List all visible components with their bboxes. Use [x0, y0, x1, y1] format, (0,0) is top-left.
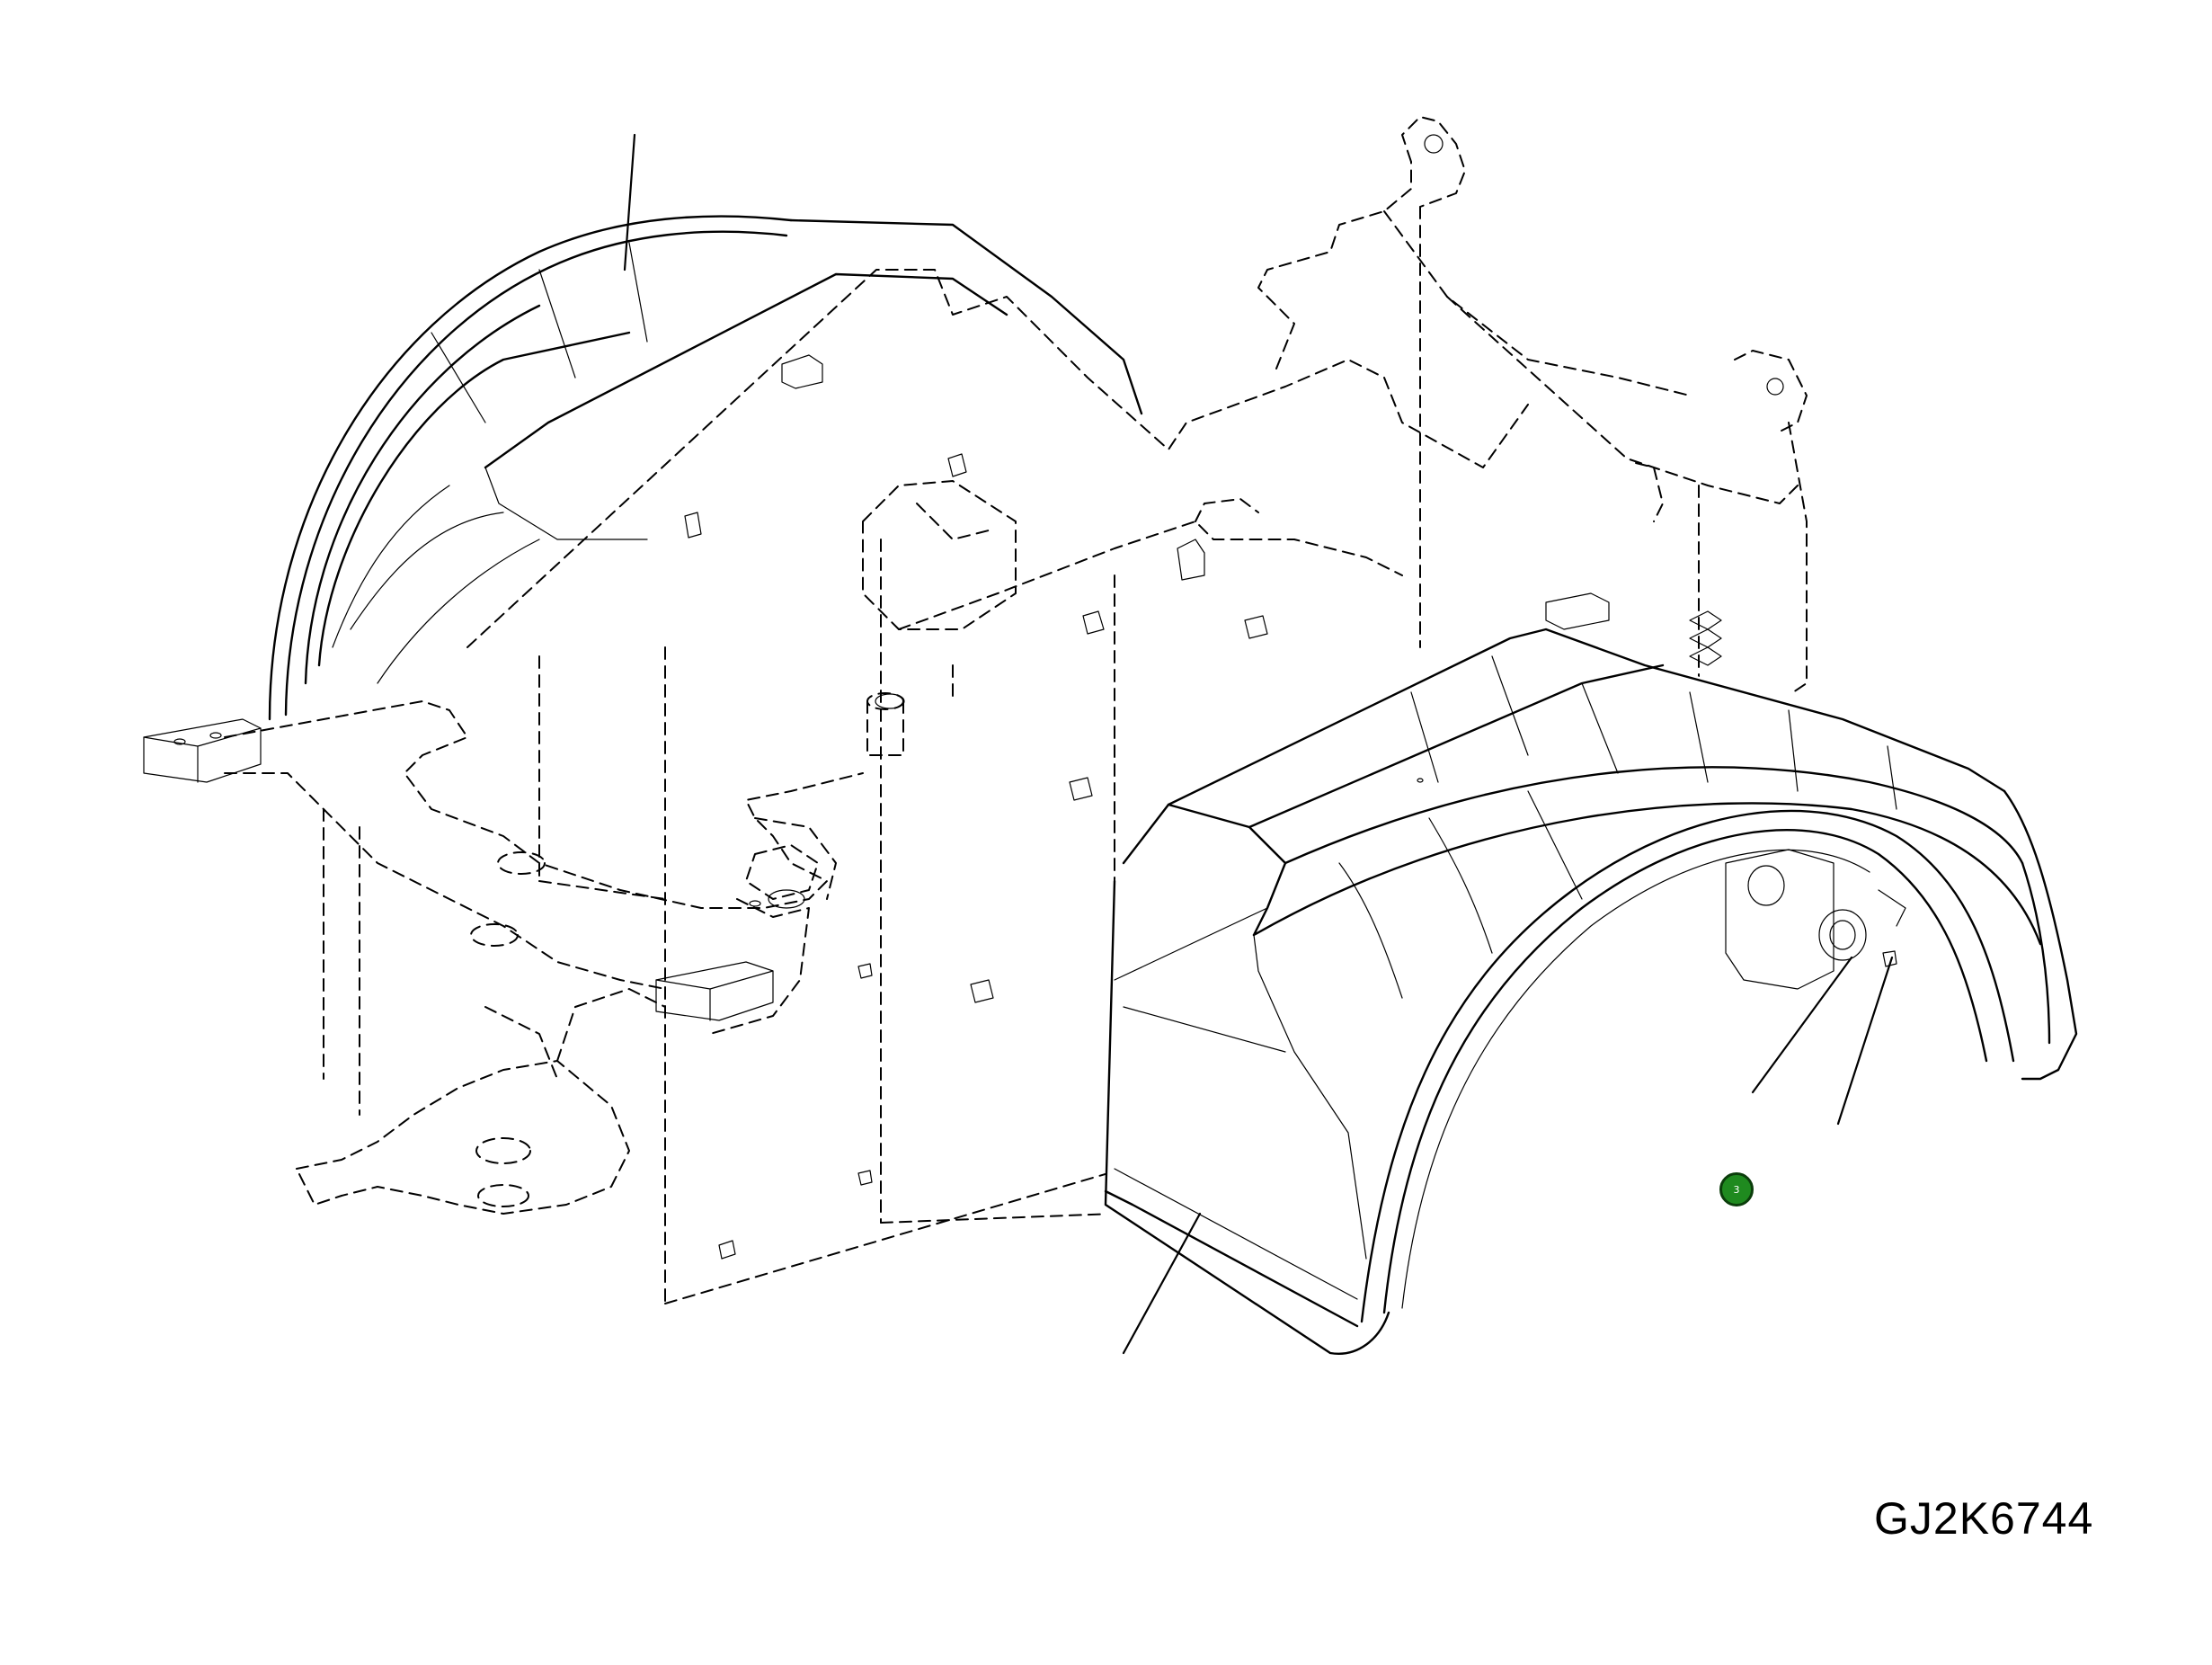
figure-id-label: GJ2K6744 [1874, 1493, 2094, 1544]
callout-number: 3 [1733, 1183, 1740, 1196]
left-fender [268, 215, 1143, 721]
callout-marker[interactable]: 3 [1719, 1172, 1754, 1206]
right-fender [1104, 628, 2078, 1358]
leader-lines [623, 133, 1894, 1355]
frame-detail-parts [143, 134, 1784, 1260]
